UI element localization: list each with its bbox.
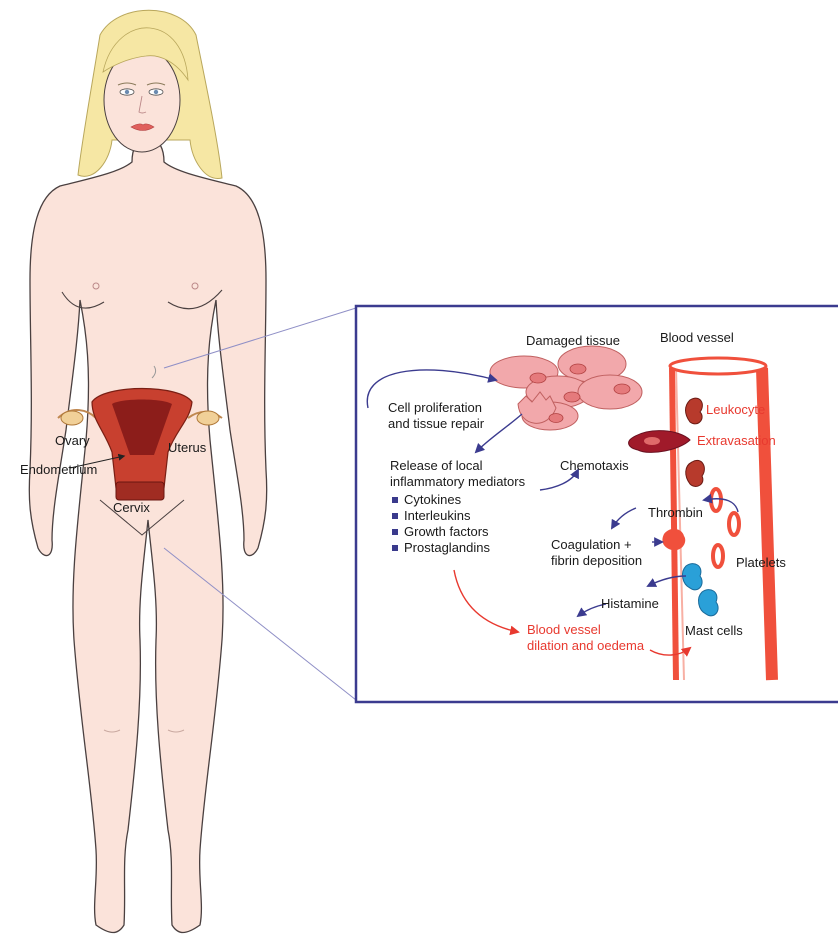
leukocyte-label: Leukocyte	[706, 402, 765, 418]
ovary-label: Ovary	[55, 433, 90, 449]
cell-proliferation-label-line2: and tissue repair	[388, 416, 484, 432]
coagulation-label-line2: fibrin deposition	[551, 553, 642, 569]
list-item: Prostaglandins	[390, 540, 490, 556]
cervix-label: Cervix	[113, 500, 150, 516]
dilation-label-line2: dilation and oedema	[527, 638, 644, 654]
bullet-icon	[392, 497, 398, 503]
list-item: Interleukins	[390, 508, 490, 524]
mediator-growth-factors: Growth factors	[404, 524, 489, 539]
platelets-label: Platelets	[736, 555, 786, 571]
dilation-label-line1: Blood vessel	[527, 622, 601, 638]
left-ovary-icon	[61, 411, 83, 425]
list-item: Growth factors	[390, 524, 490, 540]
list-item: Cytokines	[390, 492, 490, 508]
extravasation-label: Extravasation	[697, 433, 776, 449]
blood-vessel-label: Blood vessel	[660, 330, 734, 346]
cell-proliferation-label-line1: Cell proliferation	[388, 400, 482, 416]
damaged-tissue-label: Damaged tissue	[526, 333, 620, 349]
fibrin-clot-icon	[662, 529, 685, 550]
mediator-interleukins: Interleukins	[404, 508, 470, 523]
uterus-label: Uterus	[168, 440, 206, 456]
bullet-icon	[392, 545, 398, 551]
histamine-label: Histamine	[601, 596, 659, 612]
release-mediators-label-line1: Release of local	[390, 458, 483, 474]
bullet-icon	[392, 529, 398, 535]
endometrium-label: Endometrium	[20, 462, 97, 478]
coagulation-label-line1: Coagulation +	[551, 537, 632, 553]
right-ovary-icon	[197, 411, 219, 425]
mast-cells-label: Mast cells	[685, 623, 743, 639]
mediator-cytokines: Cytokines	[404, 492, 461, 507]
release-mediators-label-line2: inflammatory mediators	[390, 474, 525, 490]
bullet-icon	[392, 513, 398, 519]
chemotaxis-label: Chemotaxis	[560, 458, 629, 474]
mediator-prostaglandins: Prostaglandins	[404, 540, 490, 555]
thrombin-label: Thrombin	[648, 505, 703, 521]
mediators-list: Cytokines Interleukins Growth factors Pr…	[390, 492, 490, 556]
